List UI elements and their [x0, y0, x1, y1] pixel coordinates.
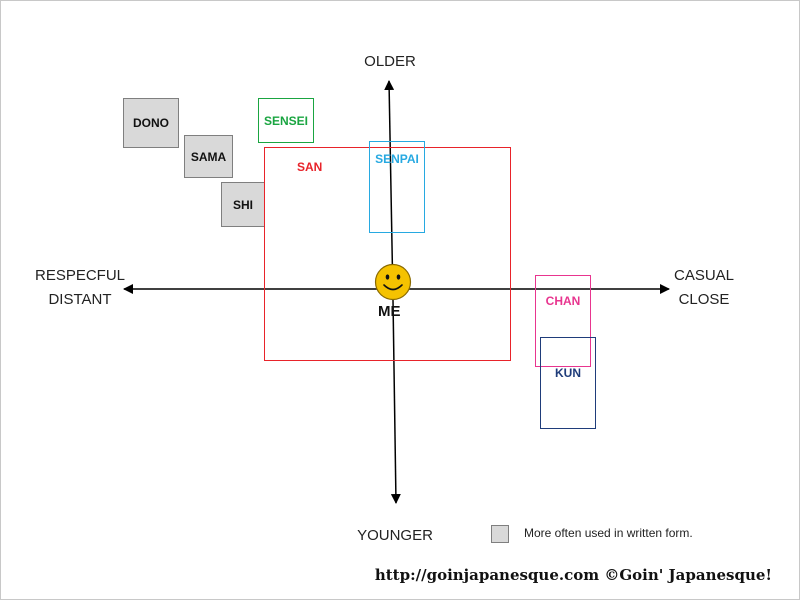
axis-label-respectful: RESPECFUL — [34, 267, 126, 284]
axis-label-casual: CASUAL — [673, 267, 735, 284]
me-label: ME — [378, 303, 401, 320]
axis-label-close: CLOSE — [678, 291, 730, 308]
honorific-shi: SHI — [221, 182, 265, 227]
vertical-axis-down — [390, 299, 401, 504]
honorific-chan: CHAN — [535, 275, 591, 367]
axis-label-older: OLDER — [364, 53, 416, 70]
san-region — [264, 147, 511, 361]
vertical-axis-up — [384, 80, 395, 301]
axis-label-younger: YOUNGER — [357, 527, 433, 544]
honorific-dono: DONO — [123, 98, 179, 148]
legend-swatch-written-form — [491, 525, 509, 543]
axis-label-respectful-distant: RESPECFUL DISTANT — [20, 264, 140, 312]
axis-label-casual-close: CASUAL CLOSE — [654, 264, 754, 312]
honorific-sama: SAMA — [184, 135, 233, 178]
legend-text: More often used in written form. — [524, 526, 693, 540]
footer-credit[interactable]: http://goinjapanesque.com ©Goin' Japanes… — [374, 566, 772, 584]
honorific-kun: KUN — [540, 337, 596, 429]
axis-label-distant: DISTANT — [48, 291, 112, 308]
honorific-san: SAN — [297, 160, 323, 174]
honorific-senpai: SENPAI — [369, 141, 425, 233]
honorific-sensei: SENSEI — [258, 98, 314, 143]
smiley-face-icon — [374, 263, 412, 301]
